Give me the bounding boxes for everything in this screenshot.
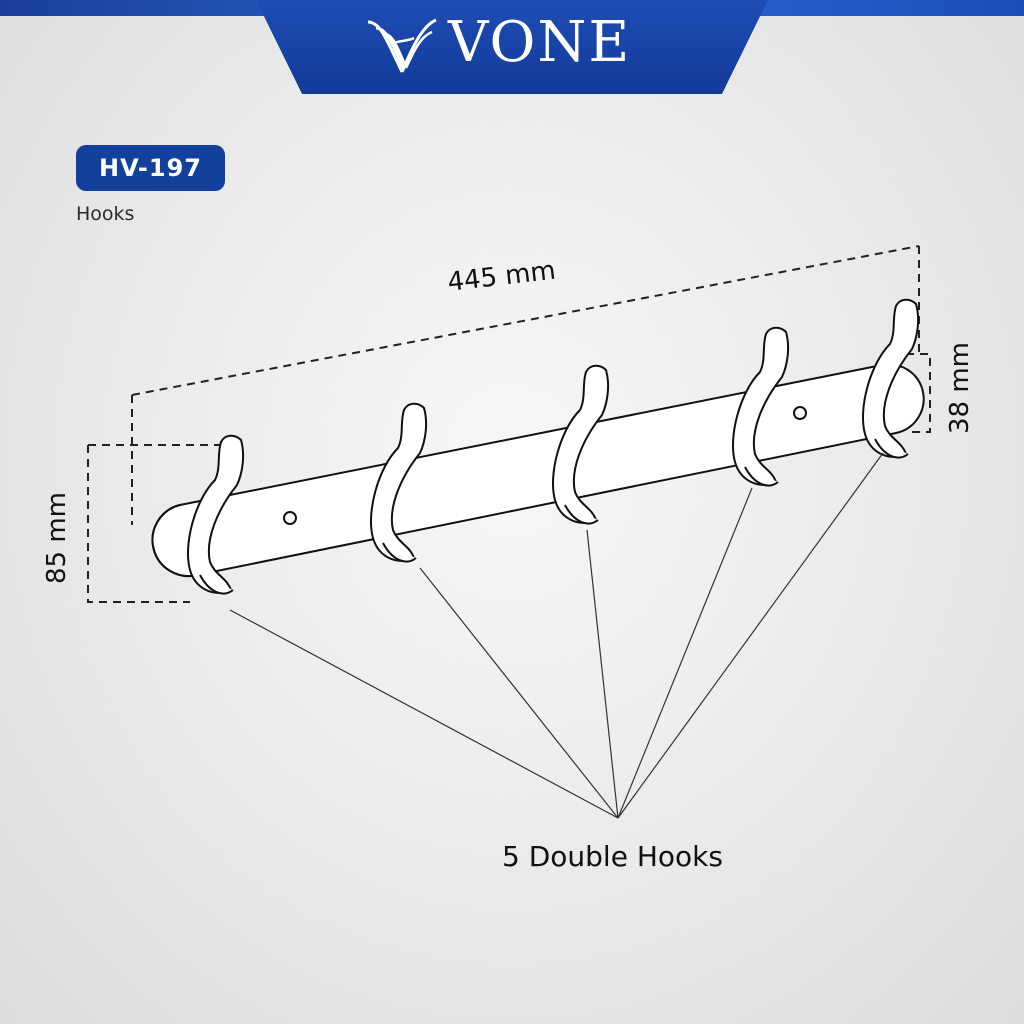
double-hook-icon (370, 402, 428, 563)
double-hook-icon (187, 434, 245, 595)
dimension-guides (87, 245, 931, 603)
hook-rail (151, 363, 925, 577)
depth-dimension-line (906, 353, 931, 433)
double-hook-icon (552, 364, 610, 525)
brand-banner (256, 0, 768, 94)
double-hook-icon (862, 298, 920, 459)
brand-name: VONE (448, 10, 632, 75)
length-dimension-line (131, 245, 920, 525)
depth-dimension-label: 38 mm (945, 341, 975, 434)
double-hook-icon (732, 326, 790, 487)
model-badge: HV-197 (76, 145, 225, 191)
category-label: Hooks (76, 203, 135, 225)
hooks (187, 298, 920, 595)
callout-leader-lines (229, 452, 884, 819)
height-dimension-line (87, 444, 222, 603)
vone-wave-logo-icon (367, 18, 437, 73)
hooks-callout-label: 5 Double Hooks (502, 840, 723, 873)
mounting-hole (283, 511, 297, 525)
height-dimension-label: 85 mm (42, 491, 72, 584)
mounting-hole (793, 406, 807, 420)
